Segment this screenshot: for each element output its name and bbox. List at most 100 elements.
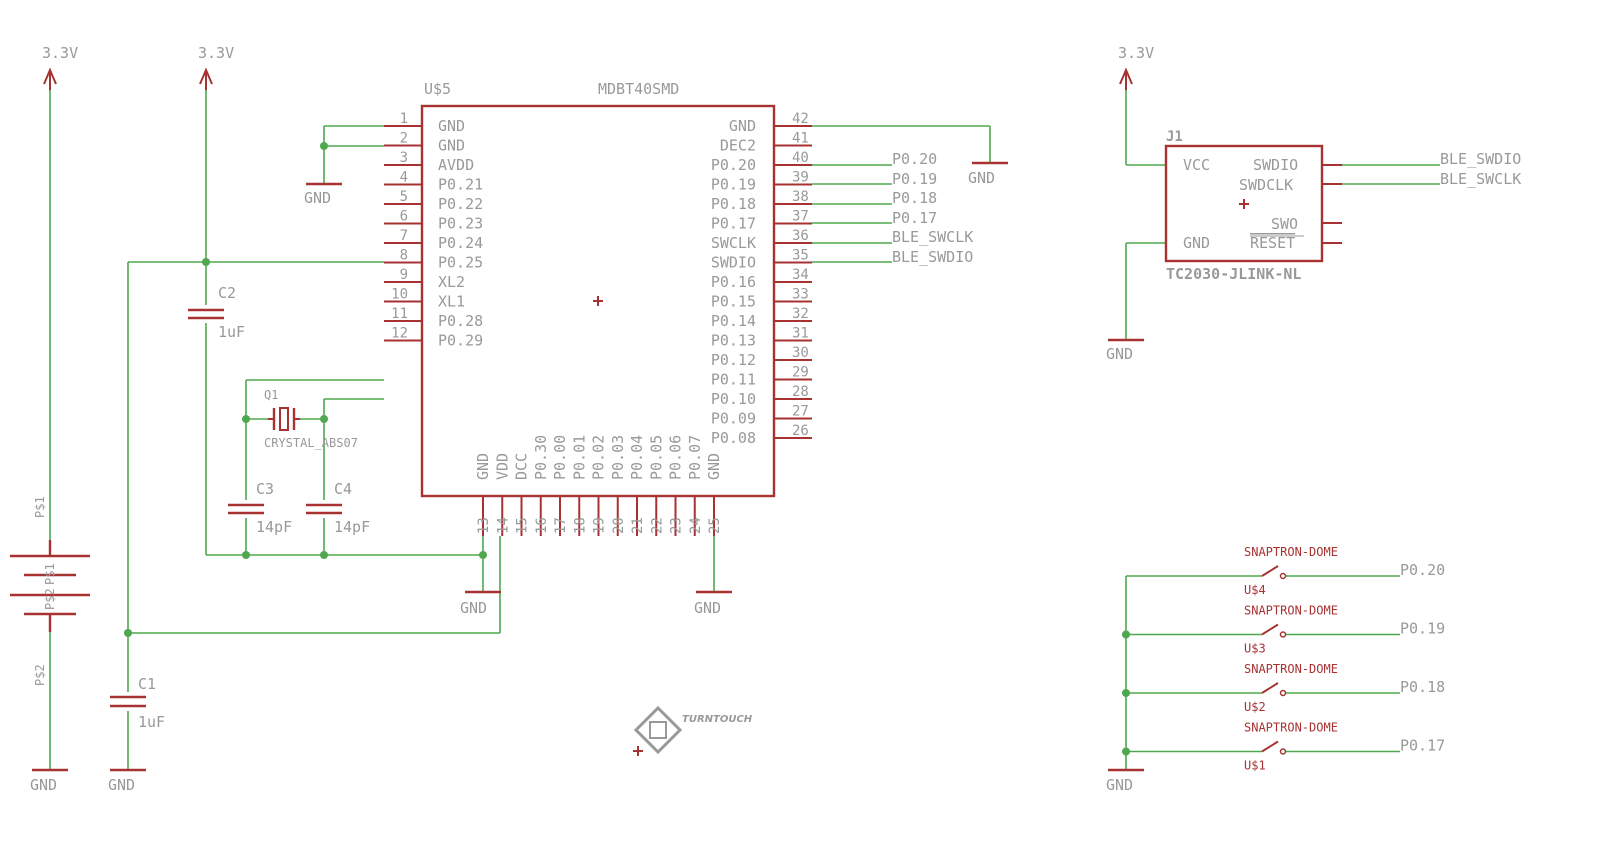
svg-text:TURNTOUCH: TURNTOUCH <box>682 714 753 725</box>
svg-text:GND: GND <box>1183 234 1210 252</box>
pin-number: 22 <box>649 517 665 534</box>
pin-name: P0.06 <box>667 435 685 480</box>
pin-name: P0.11 <box>711 371 756 389</box>
svg-text:GND: GND <box>460 599 487 617</box>
pin-name: P0.12 <box>711 351 756 369</box>
mcu-pin-bottom: 22 P0.05 <box>647 435 665 536</box>
svg-text:GND: GND <box>30 776 57 794</box>
switch-part: SNAPTRON-DOME <box>1244 662 1338 676</box>
pin-name: VDD <box>493 453 511 480</box>
pin-name: P0.08 <box>711 429 756 447</box>
pin-name: XL1 <box>438 293 465 311</box>
pin-number: 12 <box>391 326 408 342</box>
svg-text:SWO: SWO <box>1271 215 1298 233</box>
connector-j1: J1 TC2030-JLINK-NL VCC GND SWDIO SWDCLK … <box>1164 129 1342 283</box>
mcu-pin-right: 30 P0.12 <box>711 345 812 369</box>
pin-name: AVDD <box>438 156 474 174</box>
switch-ref: U$2 <box>1244 700 1266 714</box>
pin-number: 24 <box>688 517 704 534</box>
svg-text:P$2: P$2 <box>33 664 47 686</box>
pin-number: 25 <box>707 517 723 534</box>
switch-part: SNAPTRON-DOME <box>1244 721 1338 735</box>
pin-name: P0.07 <box>686 435 704 480</box>
pin-name: P0.17 <box>711 215 756 233</box>
mcu-pin-right: 29 P0.11 <box>711 365 812 389</box>
pin-name: P0.22 <box>438 195 483 213</box>
net-labels-mcu: P0.20 P0.19 P0.18 P0.17 BLE_SWCLK BLE_SW… <box>892 150 973 266</box>
svg-text:VCC: VCC <box>1183 156 1210 174</box>
pin-number: 2 <box>400 131 408 147</box>
pin-name: P0.13 <box>711 332 756 350</box>
switch-ref: U$4 <box>1244 583 1266 597</box>
pin-name: P0.05 <box>647 435 665 480</box>
mcu-pin-bottom: 24 P0.07 <box>686 435 704 536</box>
pin-name: GND <box>729 117 756 135</box>
pin-name: P0.01 <box>570 435 588 480</box>
svg-text:C1: C1 <box>138 675 156 693</box>
switch-part: SNAPTRON-DOME <box>1244 604 1338 618</box>
pin-number: 34 <box>792 267 809 283</box>
mcu-pin-bottom: 20 P0.03 <box>609 435 627 536</box>
svg-text:3.3V: 3.3V <box>42 44 78 62</box>
gnd-symbol-battery: GND <box>30 768 68 794</box>
pin-number: 30 <box>792 345 809 361</box>
junction-dot <box>1122 689 1130 697</box>
svg-text:1uF: 1uF <box>218 323 245 341</box>
svg-text:P0.17: P0.17 <box>892 209 937 227</box>
pin-name: P0.04 <box>628 435 646 480</box>
svg-text:SWDCLK: SWDCLK <box>1239 176 1293 194</box>
switch-net: P0.20 <box>1400 561 1445 579</box>
svg-text:BLE_SWDIO: BLE_SWDIO <box>1440 150 1521 168</box>
pin-number: 20 <box>611 517 627 534</box>
supply-3v3-left: 3.3V <box>42 44 78 90</box>
pin-name: P0.19 <box>711 176 756 194</box>
svg-text:BLE_SWCLK: BLE_SWCLK <box>1440 170 1521 188</box>
pin-number: 39 <box>792 170 809 186</box>
svg-text:3.3V: 3.3V <box>1118 44 1154 62</box>
gnd-symbol-mcu-bottom: GND <box>460 590 501 617</box>
pin-number: 41 <box>792 131 809 147</box>
junction-dot <box>1122 630 1130 639</box>
pin-name: P0.03 <box>609 435 627 480</box>
pin-number: 1 <box>400 111 408 127</box>
capacitor-c4: C4 14pF <box>306 480 370 536</box>
pin-name: P0.24 <box>438 234 483 252</box>
mcu-pin-left: 12 P0.29 <box>384 326 483 350</box>
pin-number: 42 <box>792 111 809 127</box>
pin-name: P0.21 <box>438 176 483 194</box>
svg-text:BLE_SWCLK: BLE_SWCLK <box>892 228 973 246</box>
pin-number: 9 <box>400 267 408 283</box>
svg-text:C3: C3 <box>256 480 274 498</box>
switch-net: P0.17 <box>1400 737 1445 755</box>
svg-text:SWDIO: SWDIO <box>1253 156 1298 174</box>
pin-number: 29 <box>792 365 809 381</box>
gnd-symbol-mcu-pin25: GND <box>694 590 732 617</box>
gnd-symbol-mcu-right: GND <box>968 161 1008 187</box>
pin-number: 5 <box>400 189 408 205</box>
pin-number: 8 <box>400 248 408 264</box>
pin-name: P0.29 <box>438 332 483 350</box>
svg-text:14pF: 14pF <box>334 518 370 536</box>
pin-number: 35 <box>792 248 809 264</box>
svg-text:P0.18: P0.18 <box>892 189 937 207</box>
svg-text:GND: GND <box>304 189 331 207</box>
switch-ref: U$3 <box>1244 642 1266 656</box>
pin-name: P0.00 <box>551 435 569 480</box>
pin-name: P0.18 <box>711 195 756 213</box>
